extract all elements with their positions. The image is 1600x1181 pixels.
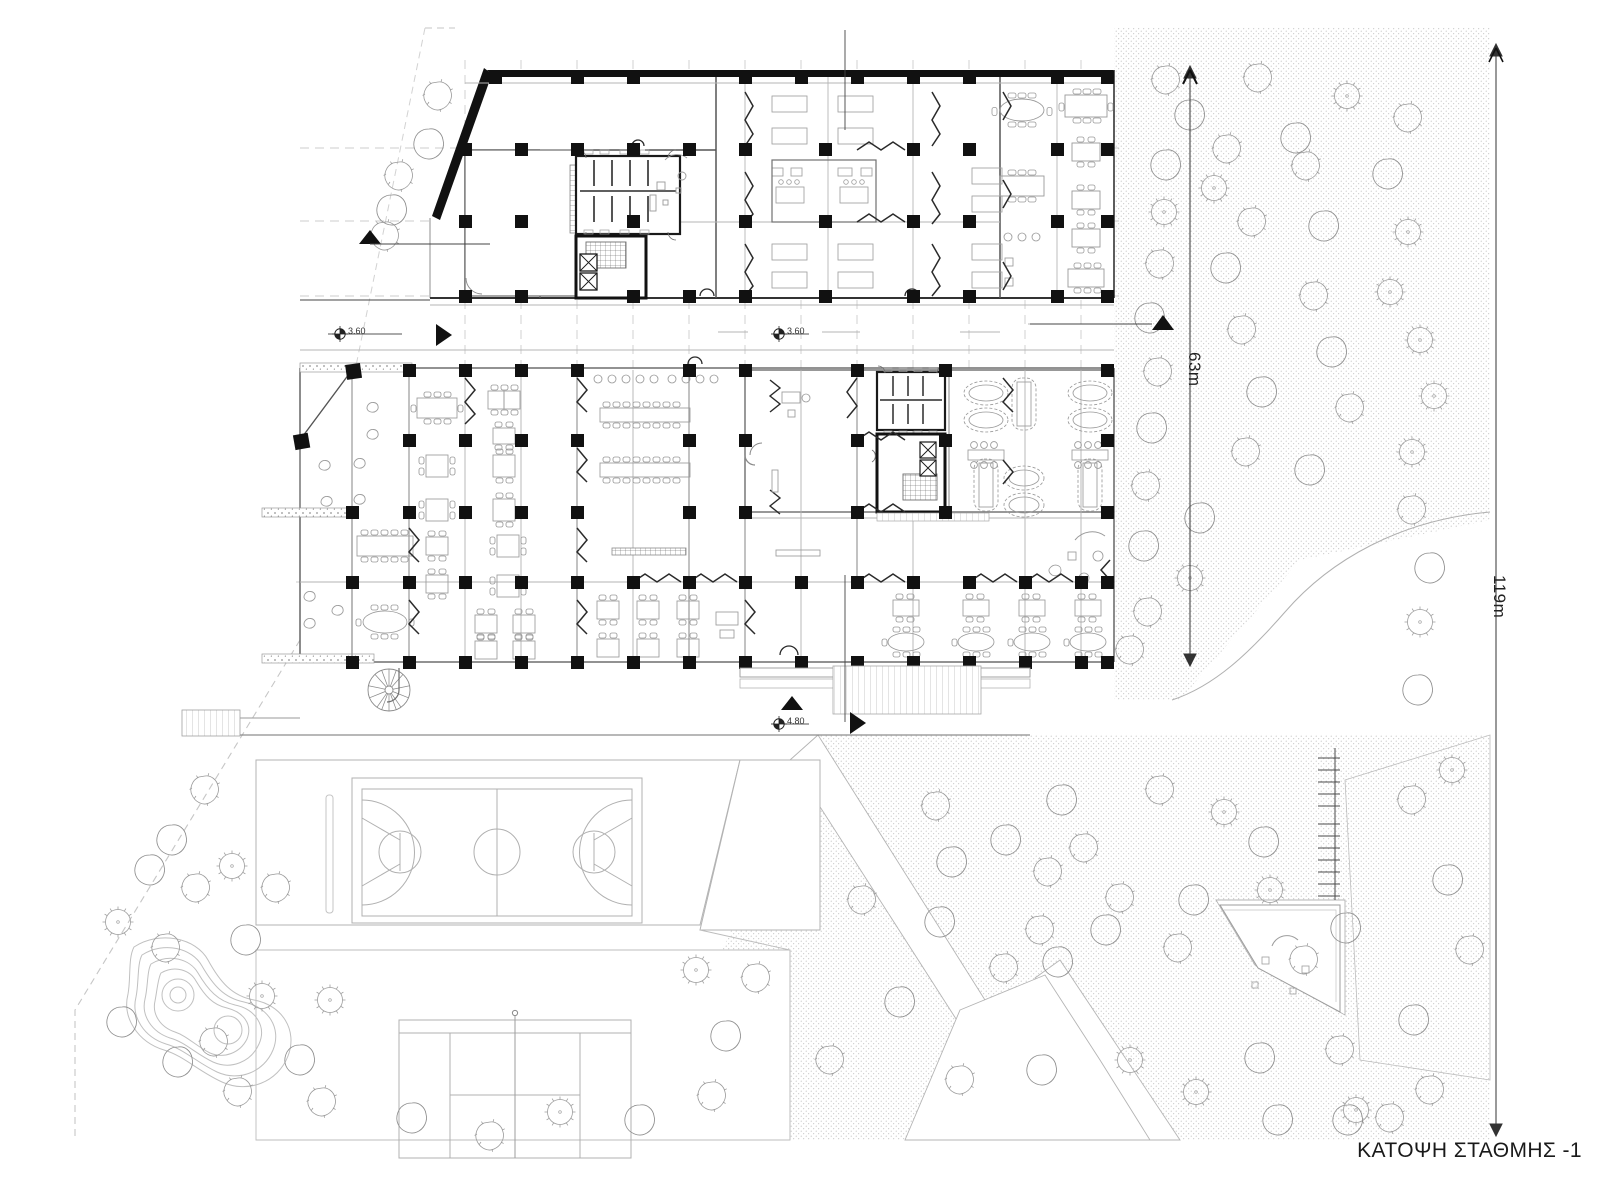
section-marker-nw [359, 230, 381, 244]
courtyard-north [300, 304, 1145, 351]
tennis-court [398, 1009, 632, 1159]
dimension-label-63m: 63m [1185, 352, 1204, 387]
drawing-title: ΚΑΤΟΨΗ ΣΤΑΘΜΗΣ -1 [1357, 1139, 1582, 1162]
door-symbols-south [687, 356, 799, 656]
spiral-staircase [367, 668, 411, 712]
section-marker-s2 [850, 712, 866, 734]
section-marker-w [436, 324, 452, 346]
pond-water-feature [126, 937, 292, 1088]
core-restroom-south [875, 365, 947, 435]
lounge-center-south [768, 379, 821, 557]
level-label-west: 3.60 [348, 326, 366, 336]
site-landscape [75, 28, 1491, 1141]
partition-zigzag-north [744, 91, 1012, 297]
section-markers [359, 230, 1174, 734]
core-stair-elevator-north [574, 234, 648, 300]
furniture-meeting-east-north [991, 88, 1114, 294]
core-stair-elevator-south [871, 432, 947, 514]
elevator-shafts [579, 253, 598, 291]
structural-columns [292, 71, 1114, 669]
site-scale-ticks [1318, 748, 1340, 900]
north-arrow-outer-icon [1488, 47, 1504, 63]
section-marker-s1 [781, 696, 803, 710]
furniture-offices-north [771, 95, 1003, 289]
lounge-cluster-north [649, 154, 688, 212]
north-arrow-icon [1182, 69, 1198, 85]
south-plaza [181, 665, 1031, 737]
playground-zone [1219, 904, 1341, 1013]
level-markers [328, 326, 809, 732]
level-label-south: 4.80 [787, 716, 805, 726]
furniture-east-south [881, 377, 1113, 658]
basketball-court [325, 777, 643, 924]
building-north-wing [429, 68, 1115, 300]
section-marker-e [1152, 315, 1174, 330]
shrubs-sw-court [303, 402, 379, 629]
sports-facilities [255, 759, 821, 1159]
level-marker-labels: 3.60 3.60 4.80 [348, 326, 805, 726]
level-label-center: 3.60 [787, 326, 805, 336]
section-leader-lines [300, 30, 1152, 722]
building-south-wing [261, 356, 1115, 664]
dimension-label-119m: 119m [1490, 575, 1509, 619]
